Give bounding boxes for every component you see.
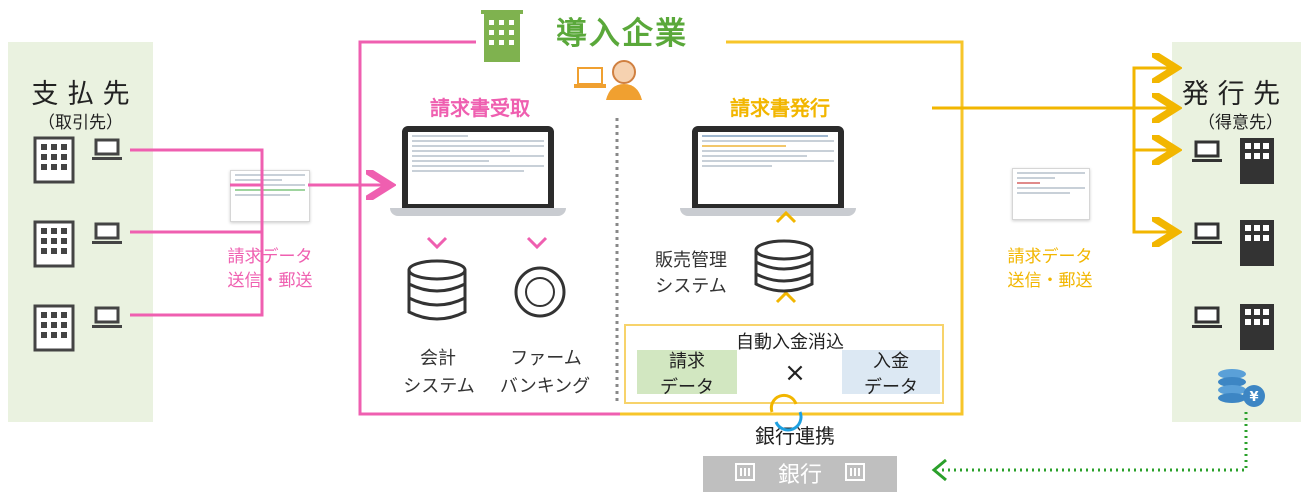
left-mail-label-2: 送信・郵送 bbox=[227, 271, 313, 291]
right-invoice-document bbox=[1012, 168, 1090, 220]
right-mail-label-2: 送信・郵送 bbox=[1007, 271, 1093, 291]
left-panel bbox=[8, 42, 153, 422]
right-title: 発 行 先 bbox=[1182, 79, 1281, 110]
accounting-label-2: システム bbox=[403, 376, 475, 397]
left-mail-label-1: 請求データ bbox=[227, 247, 313, 267]
accounting-label-1: 会計 bbox=[420, 348, 456, 369]
issue-up-arrows bbox=[775, 210, 797, 304]
left-invoice-document bbox=[230, 170, 310, 222]
payment-data-label-2: データ bbox=[864, 377, 918, 398]
accounting-database-icon bbox=[407, 259, 467, 321]
receive-laptop-icon bbox=[390, 126, 566, 216]
company-title: 導入企業 bbox=[556, 16, 688, 52]
right-mail-label-1: 請求データ bbox=[1007, 247, 1093, 267]
invoice-data-label-2: データ bbox=[660, 377, 714, 398]
receive-title: 請求書受取 bbox=[430, 96, 530, 120]
person-icon bbox=[574, 60, 642, 100]
firm-label-2: バンキング bbox=[499, 376, 591, 397]
invoice-data-label-1: 請求 bbox=[669, 351, 705, 372]
sales-label-2: システム bbox=[655, 276, 727, 297]
payment-data-label-1: 入金 bbox=[873, 351, 909, 372]
issue-title: 請求書発行 bbox=[730, 96, 830, 120]
right-panel bbox=[1172, 42, 1301, 422]
right-subtitle: （得意先） bbox=[1198, 113, 1283, 133]
firm-label-1: ファーム bbox=[510, 348, 582, 369]
issue-laptop-icon bbox=[680, 126, 856, 216]
sales-database-icon bbox=[754, 239, 814, 293]
sales-label-1: 販売管理 bbox=[655, 250, 727, 271]
left-title: 支 払 先 bbox=[31, 79, 130, 110]
company-building-icon bbox=[481, 10, 523, 62]
bank-link-label: 銀行連携 bbox=[755, 424, 835, 448]
receive-down-arrows bbox=[426, 236, 548, 250]
payment-return-arrowhead bbox=[931, 458, 947, 482]
left-subtitle: （取引先） bbox=[38, 113, 123, 133]
yen-symbol: ¥ bbox=[533, 281, 547, 302]
times-symbol: × bbox=[784, 358, 806, 388]
bank-label: 銀行 bbox=[777, 463, 822, 488]
